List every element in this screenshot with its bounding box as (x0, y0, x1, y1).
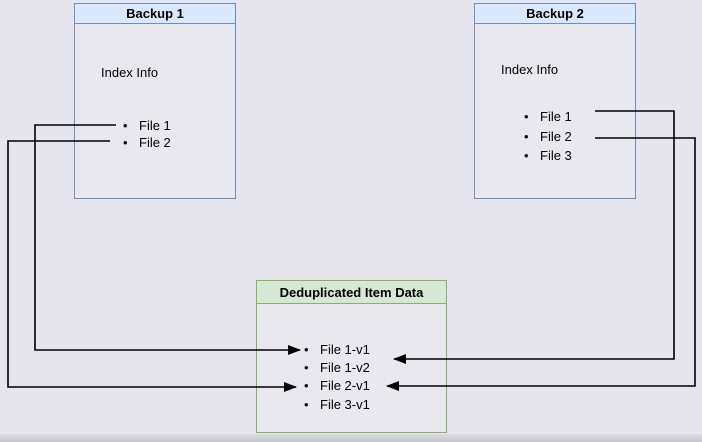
backup2-box: Backup 2 Index Info • File 1 • File 2 • … (474, 3, 636, 199)
bullet-icon: • (304, 378, 309, 394)
dedup-file2v1-label: File 2-v1 (320, 378, 370, 394)
dedup-file1v1-item: • File 1-v1 (304, 340, 370, 358)
backup1-box: Backup 1 Index Info • File 1 • File 2 (74, 3, 236, 199)
backup2-file1-label: File 1 (540, 109, 572, 125)
dedup-item-list: • File 1-v1 • File 1-v2 • File 2-v1 • Fi… (304, 340, 370, 414)
backup1-file1-item: • File 1 (123, 117, 171, 134)
dedup-file2v1-item: • File 2-v1 (304, 377, 370, 395)
backup2-file3-item: • File 3 (524, 146, 572, 165)
bullet-icon: • (524, 128, 529, 144)
backup2-file-list: • File 1 • File 2 • File 3 (524, 107, 572, 165)
dedup-box: Deduplicated Item Data • File 1-v1 • Fil… (256, 280, 447, 433)
backup1-title: Backup 1 (75, 4, 235, 24)
dedup-file1v1-label: File 1-v1 (320, 341, 370, 357)
backup1-file2-item: • File 2 (123, 134, 171, 151)
dedup-file3v1-item: • File 3-v1 (304, 395, 370, 413)
backup2-file2-label: File 2 (540, 128, 572, 144)
dedup-file1v2-label: File 1-v2 (320, 360, 370, 376)
bullet-icon: • (304, 360, 309, 376)
bullet-icon: • (304, 396, 309, 412)
backup2-file3-label: File 3 (540, 147, 572, 163)
bullet-icon: • (524, 147, 529, 163)
bullet-icon: • (123, 135, 128, 150)
dedup-title: Deduplicated Item Data (257, 281, 446, 304)
backup1-file2-label: File 2 (139, 135, 171, 150)
backup1-index-info-label: Index Info (101, 65, 159, 80)
backup1-file-list: • File 1 • File 2 (123, 117, 171, 151)
dedup-file1v2-item: • File 1-v2 (304, 358, 370, 376)
backup2-title: Backup 2 (475, 4, 635, 24)
backup1-file1-label: File 1 (139, 118, 171, 133)
dedup-file3v1-label: File 3-v1 (320, 396, 370, 412)
bullet-icon: • (304, 341, 309, 357)
backup2-index-info-label: Index Info (501, 62, 559, 77)
backup2-file1-item: • File 1 (524, 107, 572, 126)
bullet-icon: • (524, 109, 529, 125)
backup2-file2-item: • File 2 (524, 126, 572, 145)
window-bottom-edge (0, 434, 702, 442)
bullet-icon: • (123, 118, 128, 133)
